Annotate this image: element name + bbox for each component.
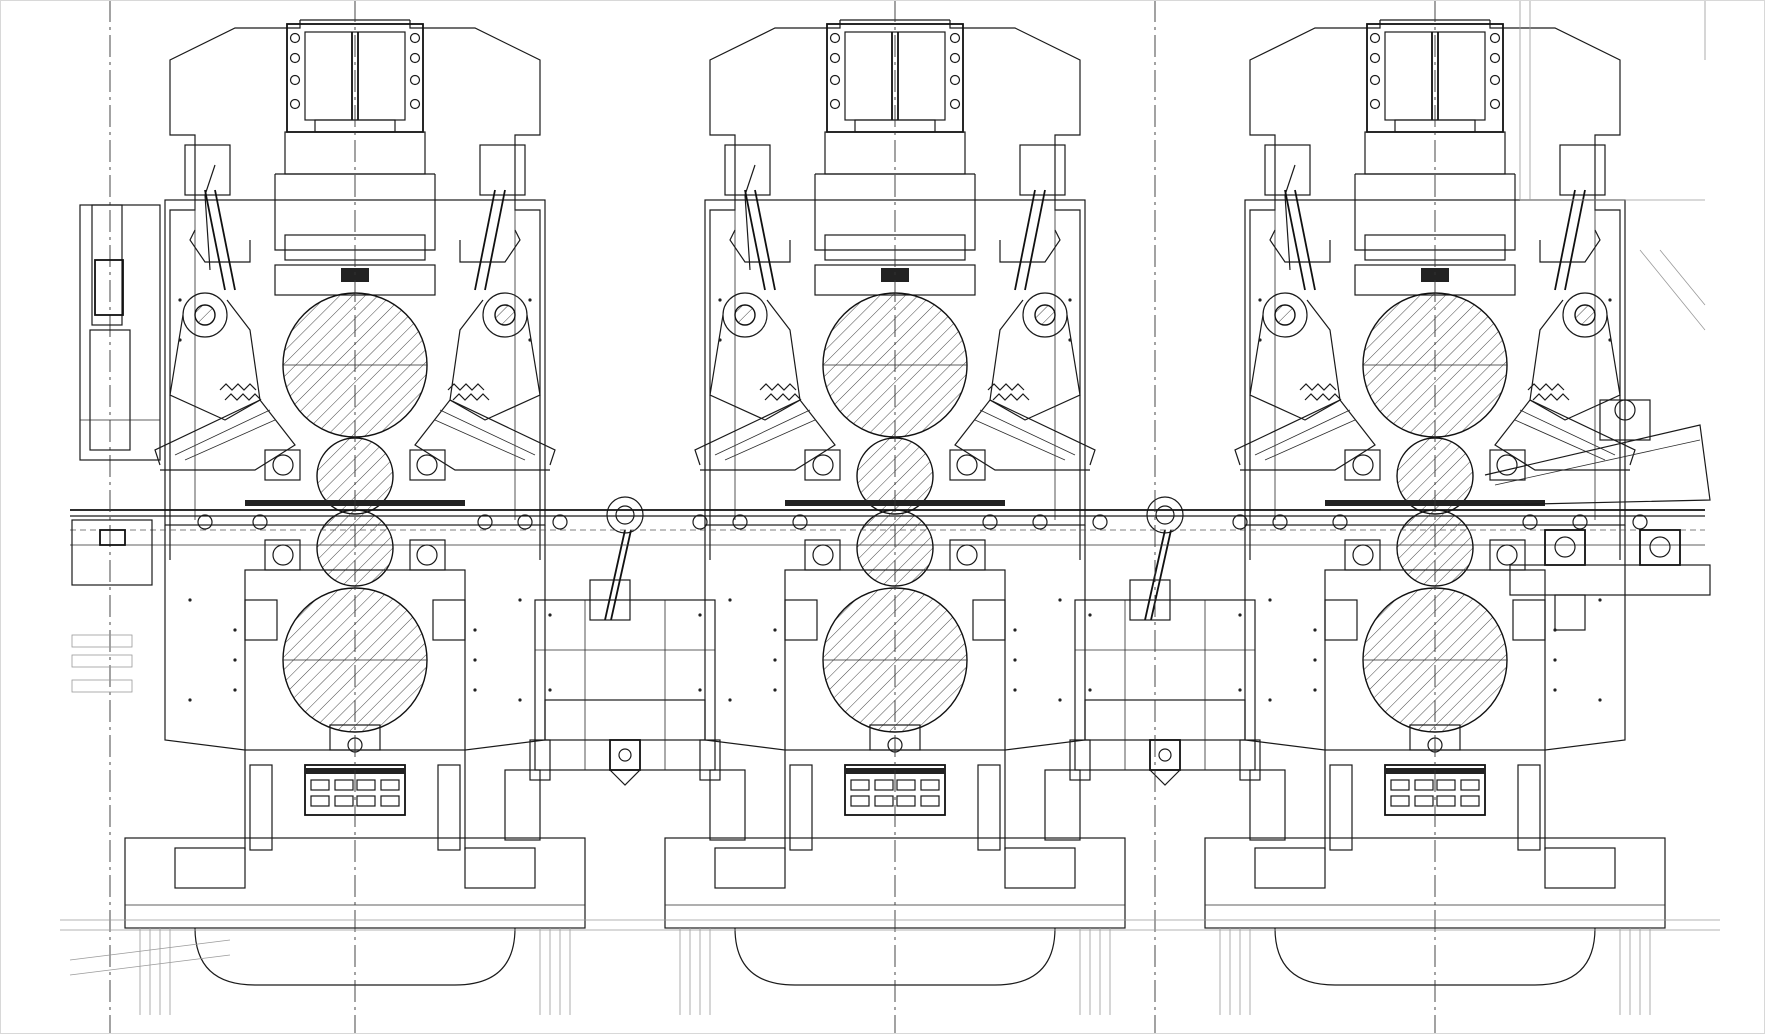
mill-stand-3 <box>1204 0 1666 1034</box>
looper-2 <box>1044 496 1286 841</box>
mill-stand-1 <box>124 0 586 1034</box>
exit-equipment <box>1484 0 1711 631</box>
pass-line <box>70 509 1705 546</box>
looper-1 <box>504 496 746 841</box>
axis-lines <box>60 0 1720 1034</box>
mill-stand-2 <box>664 0 1126 1034</box>
table-rollers <box>197 514 1648 530</box>
entry-equipment <box>69 204 231 976</box>
